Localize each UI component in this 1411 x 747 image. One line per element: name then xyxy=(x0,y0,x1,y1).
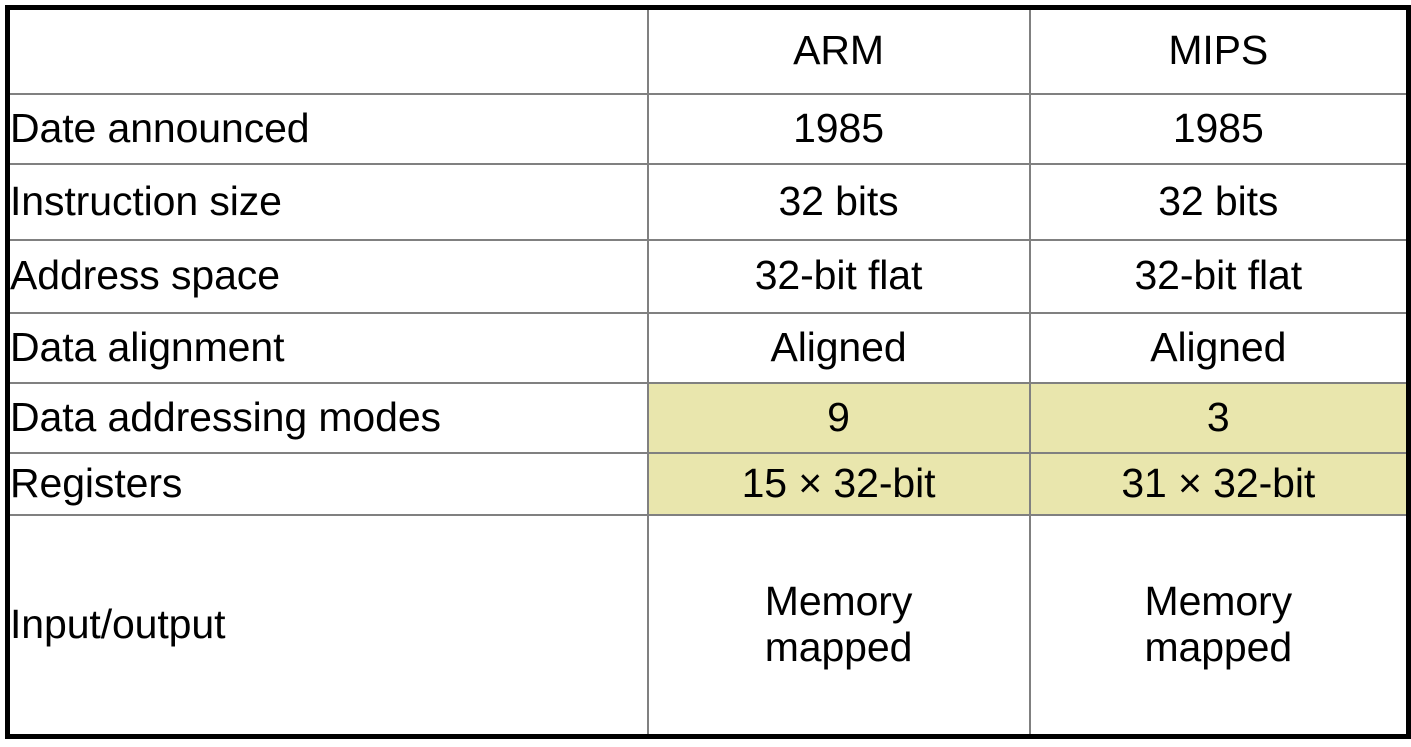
cell-mips-input-output: Memory mapped xyxy=(1028,513,1410,738)
cell-arm-instruction-size: 32 bits xyxy=(646,162,1031,241)
cell-mips-data-addressing-modes: 3 xyxy=(1028,381,1410,454)
column-header-arm: ARM xyxy=(646,6,1031,95)
table-row-highlighted: Data addressing modes 9 3 xyxy=(6,381,1410,454)
table-row: Address space 32-bit flat 32-bit flat xyxy=(6,238,1410,314)
table-row-highlighted: Registers 15 × 32-bit 31 × 32-bit xyxy=(6,451,1410,516)
row-label-address-space: Address space xyxy=(6,238,649,314)
table-header-row: ARM MIPS xyxy=(6,6,1410,95)
arm-mips-comparison-table: ARM MIPS Date announced 1985 1985 Instru… xyxy=(5,5,1411,739)
cell-arm-input-output: Memory mapped xyxy=(646,513,1031,738)
cell-mips-address-space: 32-bit flat xyxy=(1028,238,1410,314)
cell-mips-data-alignment: Aligned xyxy=(1028,311,1410,384)
table-row: Input/output Memory mapped Memory mapped xyxy=(6,513,1410,738)
cell-mips-registers: 31 × 32-bit xyxy=(1028,451,1410,516)
cell-arm-data-alignment: Aligned xyxy=(646,311,1031,384)
row-label-data-alignment: Data alignment xyxy=(6,311,649,384)
cell-arm-input-output-line2: mapped xyxy=(764,623,913,670)
row-label-input-output: Input/output xyxy=(6,513,649,738)
cell-mips-input-output-line2: mapped xyxy=(1144,623,1293,670)
cell-mips-input-output-line1: Memory xyxy=(1144,577,1293,624)
cell-arm-address-space: 32-bit flat xyxy=(646,238,1031,314)
table-row: Data alignment Aligned Aligned xyxy=(6,311,1410,384)
table-row: Date announced 1985 1985 xyxy=(6,92,1410,165)
cell-arm-registers: 15 × 32-bit xyxy=(646,451,1031,516)
column-header-blank xyxy=(6,6,649,95)
cell-mips-instruction-size: 32 bits xyxy=(1028,162,1410,241)
cell-arm-input-output-line1: Memory xyxy=(764,577,913,624)
row-label-data-addressing-modes: Data addressing modes xyxy=(6,381,649,454)
column-header-mips: MIPS xyxy=(1028,6,1410,95)
cell-mips-date-announced: 1985 xyxy=(1028,92,1410,165)
row-label-date-announced: Date announced xyxy=(6,92,649,165)
table-row: Instruction size 32 bits 32 bits xyxy=(6,162,1410,241)
row-label-registers: Registers xyxy=(6,451,649,516)
cell-arm-date-announced: 1985 xyxy=(646,92,1031,165)
row-label-instruction-size: Instruction size xyxy=(6,162,649,241)
cell-arm-data-addressing-modes: 9 xyxy=(646,381,1031,454)
